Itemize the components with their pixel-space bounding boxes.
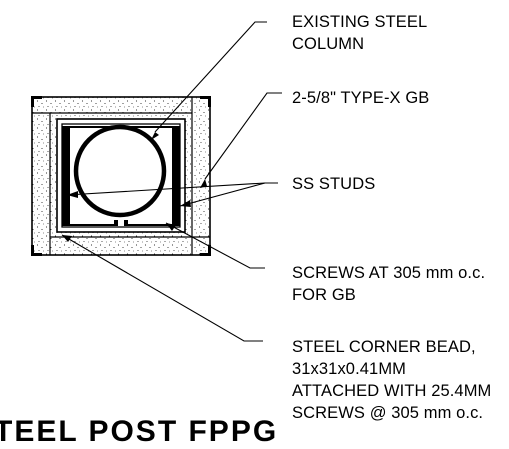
section-graphic <box>31 21 282 342</box>
steel-studs <box>61 123 181 228</box>
drawing-title-fragment: TEEL POST FPPG <box>0 415 279 448</box>
leader-arrowheads <box>62 132 207 242</box>
label-existing-steel-column: EXISTING STEEL COLUMN <box>292 13 428 53</box>
leader-lines <box>61 21 282 342</box>
label-ss-studs: SS STUDS <box>292 175 376 193</box>
label-type-x-gb: 2-5/8" TYPE-X GB <box>292 89 430 107</box>
steel-column <box>73 124 167 218</box>
label-screws: SCREWS AT 305 mm o.c. FOR GB <box>292 264 486 304</box>
corner-beads <box>31 96 211 256</box>
detail-drawing: EXISTING STEEL COLUMN 2-5/8" TYPE-X GB S… <box>0 13 492 448</box>
label-steel-corner-bead: STEEL CORNER BEAD, 31x31x0.41MM ATTACHED… <box>292 338 492 422</box>
